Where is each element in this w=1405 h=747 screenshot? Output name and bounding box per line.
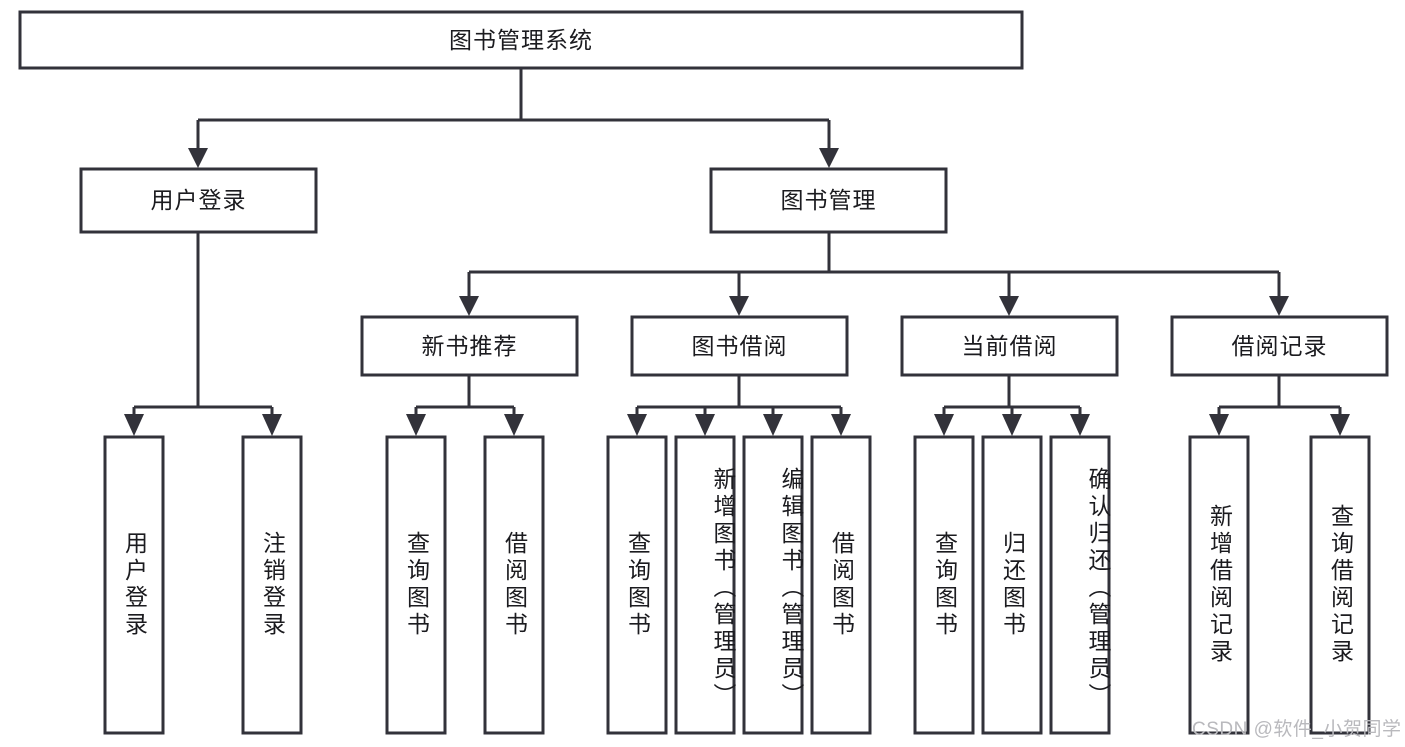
arrow-book-borrow-leaf-2	[695, 414, 715, 436]
arrow-current-borrow-leaf-1	[934, 414, 954, 436]
node-box-leaf-borrow-book[interactable]	[810, 435, 872, 735]
connector-group-book-borrow	[627, 375, 851, 436]
arrow-borrow-record-leaf-2	[1330, 414, 1350, 436]
node-box-leaf-add-borrow-record[interactable]	[1188, 435, 1250, 735]
node-box-book-borrow[interactable]	[630, 315, 849, 377]
node-box-leaf-logout[interactable]	[241, 435, 303, 735]
node-box-leaf-add-book-admin[interactable]	[674, 435, 736, 735]
arrow-to-borrow-record	[1269, 296, 1289, 316]
node-box-borrow-record[interactable]	[1170, 315, 1389, 377]
arrow-borrow-record-leaf-1	[1209, 414, 1229, 436]
node-box-leaf-query-borrow-record[interactable]	[1309, 435, 1371, 735]
arrow-current-borrow-leaf-2	[1002, 414, 1022, 436]
arrow-new-book-rec-leaf-1	[406, 414, 426, 436]
node-box-leaf-query-book-rec[interactable]	[385, 435, 447, 735]
connector-group-root	[188, 68, 839, 168]
arrow-new-book-rec-leaf-2	[504, 414, 524, 436]
arrow-to-current-borrow	[999, 296, 1019, 316]
connector-group-user-login	[124, 232, 282, 436]
node-box-root-system[interactable]	[18, 10, 1024, 70]
arrow-user-login-leaf-2	[262, 414, 282, 436]
arrow-user-login-leaf-1	[124, 414, 144, 436]
arrow-book-borrow-leaf-1	[627, 414, 647, 436]
arrow-to-new-book-rec	[459, 296, 479, 316]
connector-group-new-book-rec	[406, 375, 524, 436]
connector-group-current-borrow	[934, 375, 1090, 436]
node-box-leaf-confirm-return-admin[interactable]	[1049, 435, 1111, 735]
node-box-book-management[interactable]	[709, 167, 948, 234]
node-box-leaf-query-book-current[interactable]	[913, 435, 975, 735]
node-box-user-login[interactable]	[79, 167, 318, 234]
node-box-leaf-user-login[interactable]	[103, 435, 165, 735]
node-box-leaf-return-book[interactable]	[981, 435, 1043, 735]
node-box-leaf-borrow-book-rec[interactable]	[483, 435, 545, 735]
connector-group-book-mgmt	[459, 232, 1289, 316]
arrow-book-borrow-leaf-3	[763, 414, 783, 436]
arrow-root-to-book-mgmt	[819, 148, 839, 168]
arrow-to-book-borrow	[729, 296, 749, 316]
arrow-current-borrow-leaf-3	[1070, 414, 1090, 436]
csdn-watermark: CSDN @软件_小贺同学	[1192, 719, 1402, 740]
arrow-book-borrow-leaf-4	[831, 414, 851, 436]
arrow-root-to-user-login	[188, 148, 208, 168]
node-box-leaf-query-book[interactable]	[606, 435, 668, 735]
node-box-leaf-edit-book-admin[interactable]	[742, 435, 804, 735]
connector-group-borrow-record	[1209, 375, 1350, 436]
node-box-new-book-recommend[interactable]	[360, 315, 579, 377]
node-box-current-borrow[interactable]	[900, 315, 1119, 377]
